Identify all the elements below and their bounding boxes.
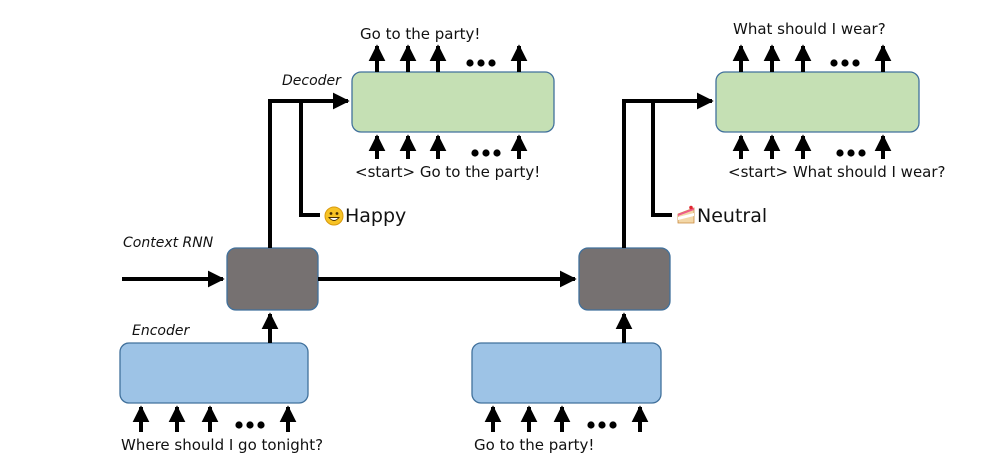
emotion-label-happy: Happy <box>345 205 407 227</box>
decoder-box-2 <box>715 71 920 133</box>
ellipsis-decoder2-output <box>830 59 860 67</box>
ellipsis-encoder1-input <box>235 421 265 429</box>
encoder-label: Encoder <box>132 323 190 339</box>
grinning-face-icon <box>324 206 344 226</box>
ellipsis-decoder1-input <box>471 149 501 157</box>
decoder-box-1 <box>351 71 555 133</box>
context-rnn-box-2 <box>578 247 671 311</box>
encoder-box-2 <box>471 342 662 404</box>
arrows <box>122 44 892 432</box>
ellipsis-dots <box>235 59 866 429</box>
decoder1-input-text: <start> Go to the party! <box>355 163 541 181</box>
emotion-label-neutral: Neutral <box>697 205 768 227</box>
context-rnn-label: Context RNN <box>123 235 214 251</box>
context-to-decoder-arrow-2 <box>622 92 714 248</box>
emotion-connector-2 <box>651 101 672 217</box>
encoder-box-1 <box>119 342 309 404</box>
cake-slice-icon <box>677 205 695 224</box>
decoder2-output-text: What should I wear? <box>733 20 886 38</box>
ellipsis-decoder2-input <box>836 149 866 157</box>
ellipsis-decoder1-output <box>466 59 496 67</box>
decoder1-output-text: Go to the party! <box>360 25 481 43</box>
decoder2-input-text: <start> What should I wear? <box>728 163 946 181</box>
ellipsis-encoder2-input <box>587 421 617 429</box>
emotion-connector-1 <box>299 101 320 217</box>
context-rnn-box-1 <box>226 247 319 311</box>
encoder2-input-text: Go to the party! <box>474 436 595 454</box>
encoder1-input-text: Where should I go tonight? <box>121 436 324 454</box>
decoder-label: Decoder <box>282 73 341 89</box>
context-to-decoder-arrow-1 <box>268 92 350 248</box>
